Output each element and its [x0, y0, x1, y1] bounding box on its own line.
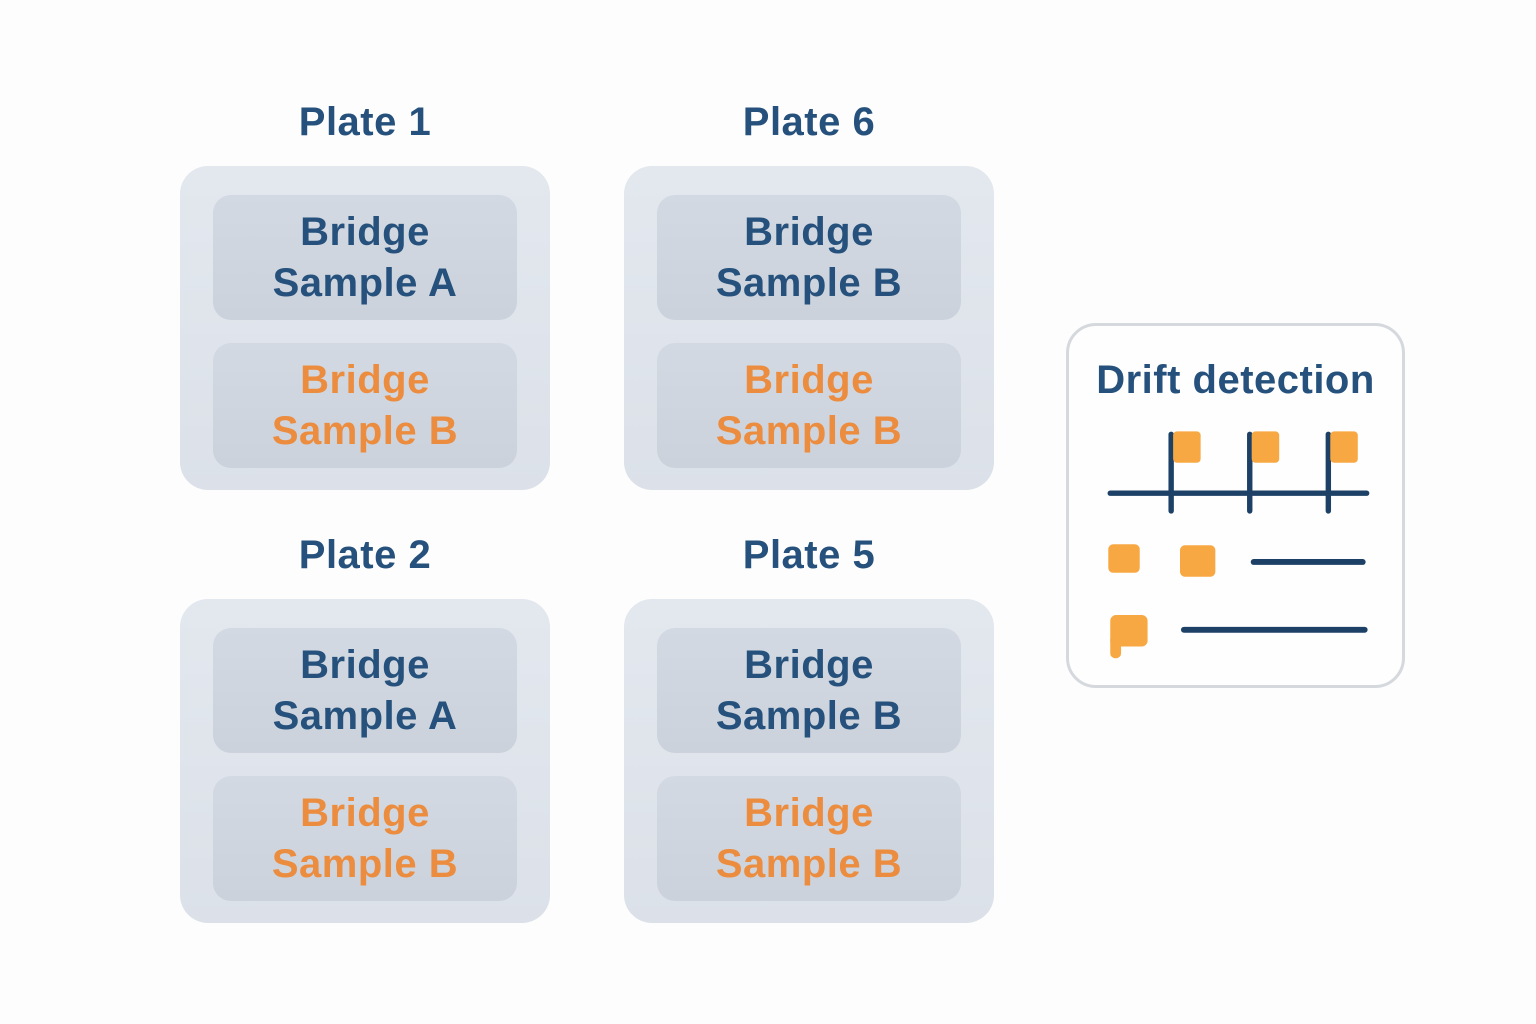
flag-marker-icon	[1173, 431, 1201, 463]
drift-detection-panel: Drift detection	[1066, 323, 1405, 688]
sample-label-line1: Bridge	[300, 357, 430, 402]
plate-6-body: Bridge Sample B Bridge Sample B	[624, 166, 994, 490]
sample-label-line1: Bridge	[300, 790, 430, 835]
plate-5-title: Plate 5	[742, 533, 876, 577]
flag-marker-icon	[1251, 431, 1280, 463]
sample-label-line2: Sample B	[715, 408, 903, 453]
plate-2-title: Plate 2	[298, 533, 432, 577]
sample-label-line1: Bridge	[300, 642, 430, 687]
sample-label-line2: Sample A	[272, 693, 458, 738]
plate-6-title: Plate 6	[742, 100, 876, 144]
plate-2-bridge-sample-a: Bridge Sample A	[213, 628, 517, 753]
flag-long-line-icon	[1110, 615, 1368, 659]
two-squares-short-line-icon	[1108, 544, 1366, 577]
sample-label-line1: Bridge	[744, 357, 874, 402]
square-marker-icon	[1108, 544, 1140, 573]
sample-label-line2: Sample B	[271, 408, 459, 453]
plate-1-body: Bridge Sample A Bridge Sample B	[180, 166, 550, 490]
drift-detection-illustration	[1107, 431, 1370, 659]
sample-label-line2: Sample B	[715, 693, 903, 738]
plate-6-bridge-sample-b-bottom: Bridge Sample B	[657, 343, 961, 468]
plate-6-bridge-sample-b-top: Bridge Sample B	[657, 195, 961, 320]
sample-label-line2: Sample B	[715, 841, 903, 886]
sample-label-line2: Sample B	[715, 260, 903, 305]
plate-1-bridge-sample-a: Bridge Sample A	[213, 195, 517, 320]
plate-5: Plate 5 Bridge Sample B Bridge Sample B	[624, 531, 994, 923]
plate-2: Plate 2 Bridge Sample A Bridge Sample B	[180, 531, 550, 923]
sample-label-line1: Bridge	[744, 209, 874, 254]
plate-2-bridge-sample-b: Bridge Sample B	[213, 776, 517, 901]
plate-1-title: Plate 1	[298, 100, 432, 144]
sample-label-line1: Bridge	[744, 642, 874, 687]
timeline-with-flags-icon	[1107, 431, 1370, 514]
plate-5-bridge-sample-b-top: Bridge Sample B	[657, 628, 961, 753]
drift-detection-title: Drift detection	[1096, 358, 1375, 402]
plate-5-body: Bridge Sample B Bridge Sample B	[624, 599, 994, 923]
plate-2-body: Bridge Sample A Bridge Sample B	[180, 599, 550, 923]
plate-1: Plate 1 Bridge Sample A Bridge Sample B	[180, 98, 550, 490]
sample-label-line2: Sample B	[271, 841, 459, 886]
sample-label-line2: Sample A	[272, 260, 458, 305]
flag-bubble-tail	[1110, 638, 1122, 659]
sample-label-line1: Bridge	[300, 209, 430, 254]
plate-6: Plate 6 Bridge Sample B Bridge Sample B	[624, 98, 994, 490]
plate-5-bridge-sample-b-bottom: Bridge Sample B	[657, 776, 961, 901]
plate-1-bridge-sample-b: Bridge Sample B	[213, 343, 517, 468]
flag-marker-icon	[1330, 431, 1358, 463]
square-marker-icon	[1180, 545, 1216, 577]
sample-label-line1: Bridge	[744, 790, 874, 835]
